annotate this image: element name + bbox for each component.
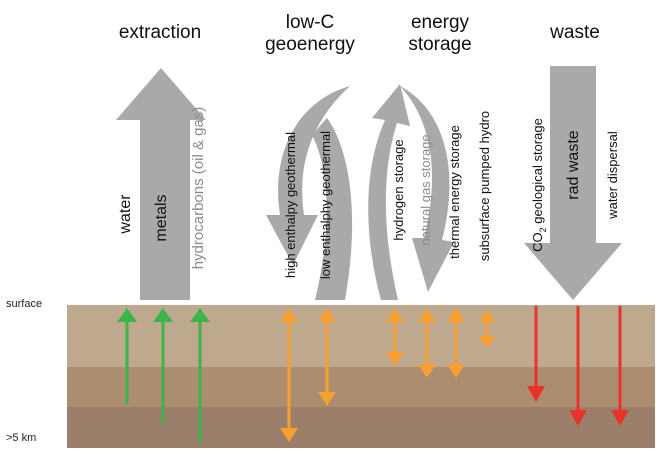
header-energy-line2: storage	[408, 34, 472, 55]
orange-arrow-hydrogen-top	[386, 308, 404, 322]
orange-arrow-thermal-bottom	[447, 364, 465, 378]
label-subsurface-pumped-hydro: subsurface pumped hydro	[477, 111, 492, 261]
label-rad-waste: rad waste	[565, 130, 582, 199]
green-arrow-hydrocarbons-head	[190, 308, 210, 322]
label-co2-geological-storage: CO2 geological storage	[530, 118, 548, 252]
orange-arrow-hydrogen-bottom	[386, 352, 404, 366]
red-arrow-rad-waste-head	[569, 410, 587, 426]
orange-arrow-high-enthalpy-top	[280, 308, 298, 322]
orange-arrow-low-enthalpy-top	[318, 308, 336, 322]
label-low-enthalpy-geothermal: low enthalphy geothermal	[318, 131, 333, 279]
storage-left-curved-arrow	[368, 84, 410, 300]
ground-layer-top	[67, 305, 655, 367]
header-low-c-line2: geoenergy	[265, 34, 355, 55]
label-hydrocarbons: hydrocarbons (oil & gas)	[190, 107, 207, 270]
green-arrows	[117, 308, 210, 443]
surface-label: surface	[6, 298, 43, 310]
extraction-up-arrow	[116, 68, 206, 300]
header-low-c-line1: low-C	[285, 12, 335, 33]
geoenergy-right-curved-arrow	[312, 118, 353, 300]
label-water-dispersal: water dispersal	[605, 131, 620, 220]
orange-arrow-pumped-hydro-top	[478, 310, 496, 322]
orange-arrow-low-enthalpy-bottom	[318, 392, 336, 406]
orange-arrow-thermal-top	[447, 308, 465, 322]
storage-right-curved-arrow	[400, 86, 454, 292]
label-hydrogen-storage: hydrogen storage	[391, 139, 406, 240]
header-energy-line1: energy	[410, 12, 470, 33]
header-waste-label: waste	[550, 22, 600, 43]
label-thermal-energy-storage: thermal energy storage	[447, 125, 462, 259]
orange-arrows	[280, 308, 496, 442]
ground-layer-bottom	[67, 407, 655, 448]
depth-label: >5 km	[6, 432, 37, 444]
waste-down-arrow	[524, 66, 622, 300]
green-arrow-water-head	[117, 308, 137, 322]
red-arrow-co2-head	[527, 386, 545, 402]
geoenergy-left-curved-arrow	[266, 86, 350, 265]
co2-prefix: CO	[530, 232, 545, 252]
co2-suffix: geological storage	[530, 118, 545, 227]
red-arrow-water-dispersal-head	[611, 410, 629, 426]
header-waste: waste	[530, 22, 620, 44]
header-extraction-label: extraction	[118, 22, 202, 43]
header-low-c-geoenergy: low-C geoenergy	[255, 12, 365, 56]
co2-subscript: 2	[538, 227, 548, 232]
orange-arrow-natural-gas-top	[418, 308, 436, 322]
label-natural-gas-storage: natural gas storage	[418, 134, 433, 245]
header-extraction: extraction	[105, 22, 215, 44]
label-metals: metals	[153, 194, 170, 241]
red-arrows	[527, 306, 629, 426]
orange-arrow-pumped-hydro-bottom	[478, 336, 496, 348]
label-high-enthalpy-geothermal: high enthalpy geothermal	[283, 132, 298, 278]
label-water: water	[117, 194, 134, 235]
green-arrow-metals-head	[153, 308, 173, 322]
orange-arrow-high-enthalpy-bottom	[280, 428, 298, 442]
ground-layer-middle	[67, 367, 655, 407]
header-energy-storage: energy storage	[385, 12, 495, 56]
orange-arrow-natural-gas-bottom	[418, 364, 436, 378]
